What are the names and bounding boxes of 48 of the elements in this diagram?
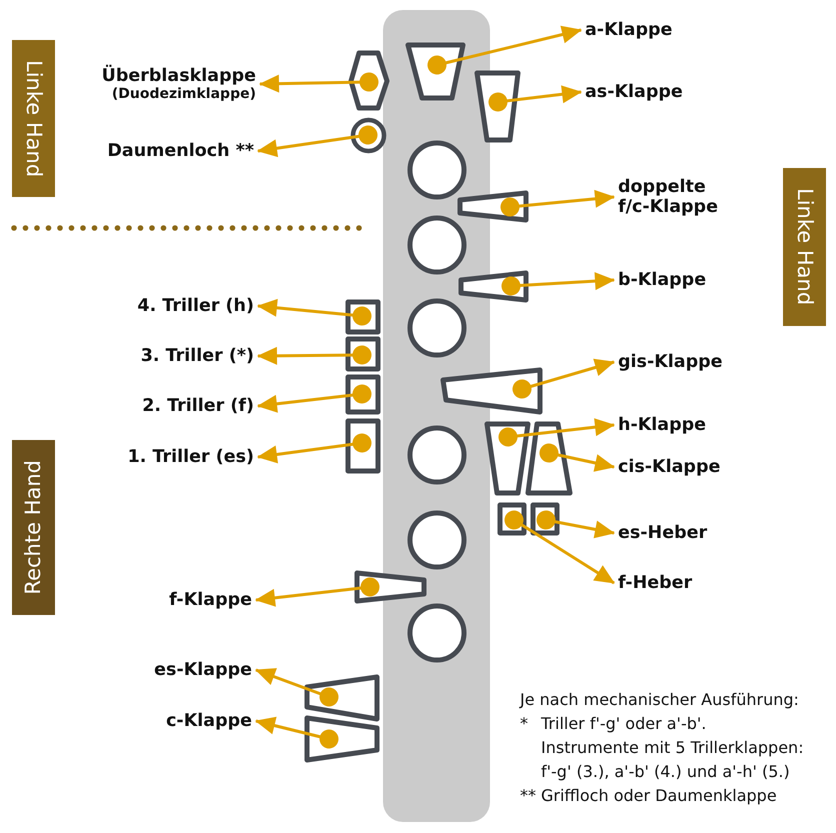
band-label: Linke Hand xyxy=(794,188,815,306)
leader-arrow xyxy=(257,346,372,365)
leader-arrow xyxy=(540,444,615,472)
footnote-heading: Je nach mechanischer Ausführung: xyxy=(520,689,799,711)
leader-arrow xyxy=(488,85,582,112)
key-label: h-Klappe xyxy=(614,414,710,436)
hand-band xyxy=(12,40,55,197)
key-label: b-Klappe xyxy=(614,270,710,290)
leader-arrow xyxy=(257,126,378,158)
footnote-text: Griffloch oder Daumenklappe xyxy=(541,785,777,807)
key-label: cis-Klappe xyxy=(614,456,724,478)
hand-band xyxy=(783,168,826,326)
leader-arrow xyxy=(536,510,615,538)
leader-arrow xyxy=(502,272,615,296)
leader-arrow xyxy=(498,418,615,446)
leader-arrow xyxy=(257,434,372,464)
key-label: 2. Triller (f) xyxy=(138,396,258,416)
key-label: Überblasklappe xyxy=(102,66,256,86)
leader-arrow xyxy=(255,578,380,607)
key-label: 3. Triller (*) xyxy=(136,346,258,366)
key-label: as-Klappe xyxy=(581,82,687,102)
leader-arrow xyxy=(255,668,338,706)
leader-arrow xyxy=(259,72,378,93)
key-label: Daumenloch ** xyxy=(103,140,258,162)
band-label: Rechte Hand xyxy=(23,460,44,595)
leader-arrow xyxy=(500,190,615,216)
leader-arrow xyxy=(512,358,615,398)
footnote-marker: * xyxy=(520,713,528,735)
key-label: a-Klappe xyxy=(581,20,676,40)
leader-arrow xyxy=(255,716,338,748)
key-label-note: (Duodezimklappe) xyxy=(110,86,256,102)
footnote-marker: ** xyxy=(520,785,536,807)
footnote-text: Triller f'-g' oder a'-b'. xyxy=(541,713,706,735)
key-label: 4. Triller (h) xyxy=(133,296,258,316)
leader-arrow xyxy=(257,384,372,413)
band-label: Linke Hand xyxy=(23,60,44,178)
leader-arrow xyxy=(504,510,615,584)
hand-band xyxy=(12,440,55,615)
key-label: c-Klappe xyxy=(162,710,256,732)
leader-arrow xyxy=(257,298,372,326)
key-label: doppelte f/c-Klappe xyxy=(614,176,740,218)
key-label: gis-Klappe xyxy=(614,352,726,372)
key-label: 1. Triller (es) xyxy=(124,446,258,468)
key-label: f-Klappe xyxy=(165,590,256,610)
key-label: f-Heber xyxy=(614,572,696,594)
key-label: es-Klappe xyxy=(150,660,256,680)
footnote-text: Instrumente mit 5 Trillerklappen: f'-g' (3.), a'-b' (4.) und a'-h' (5.) xyxy=(541,737,805,783)
key-label: es-Heber xyxy=(614,522,712,544)
